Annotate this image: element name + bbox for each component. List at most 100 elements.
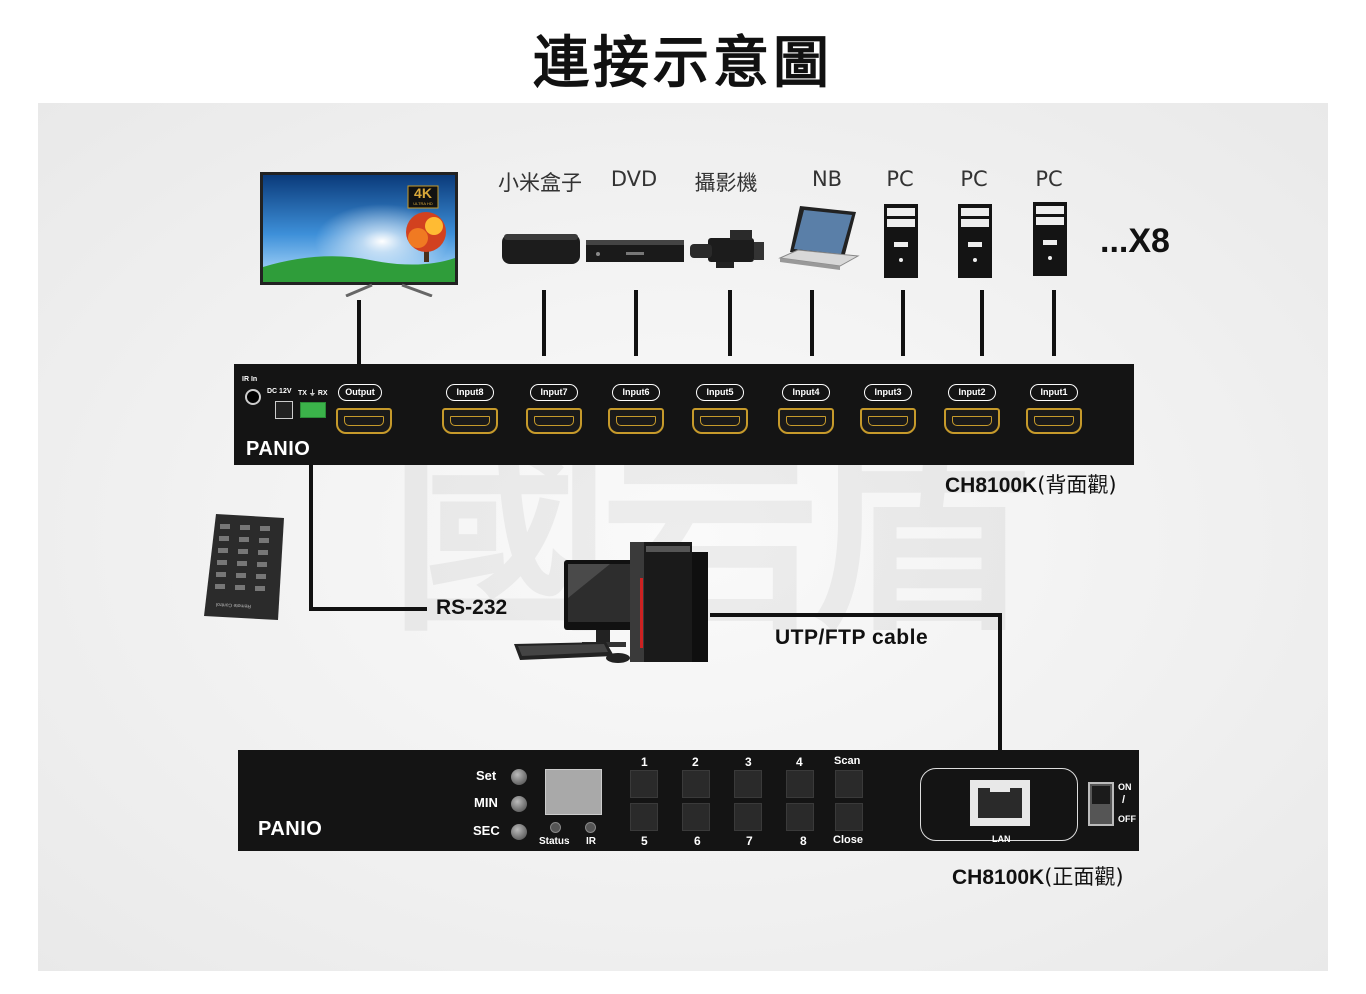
- front-panel-logo: PANIO: [258, 818, 322, 841]
- desktop-computer: [510, 538, 715, 677]
- input1-label: Input1: [1030, 384, 1078, 401]
- status-led: [550, 822, 561, 833]
- input7-label: Input7: [530, 384, 578, 401]
- wire-input6: [728, 290, 732, 356]
- lan-port-icon[interactable]: [970, 780, 1030, 826]
- input4-hdmi-port: [778, 408, 834, 434]
- source-label-pc-2: PC: [946, 167, 1002, 191]
- tv-ultrahd-badge: ULTRA HD: [409, 201, 437, 206]
- front-panel-caption: CH8100K(正面觀): [952, 861, 1124, 891]
- txrx-label: TX ⏚ RX: [298, 388, 328, 398]
- tv-monitor: 4K ULTRA HD: [260, 172, 458, 284]
- output-port-label: Output: [338, 384, 382, 401]
- wire-input8: [542, 290, 546, 356]
- input6-hdmi-port: [608, 408, 664, 434]
- front-panel: PANIO Set MIN SEC Status IR 1 5 2 6 3 7 …: [238, 750, 1139, 851]
- rear-panel-logo: PANIO: [246, 438, 310, 461]
- mibox-icon: [500, 230, 584, 275]
- power-on-label: ON: [1118, 782, 1132, 792]
- input5-hdmi-port: [692, 408, 748, 434]
- wire-input4: [901, 290, 905, 356]
- wire-utp-horizontal: [710, 613, 1002, 617]
- ir-sensor: [585, 822, 596, 833]
- close-button[interactable]: [835, 803, 863, 831]
- rs232-terminal: [300, 402, 326, 418]
- input6-label: Input6: [612, 384, 660, 401]
- key-4-button[interactable]: [786, 770, 814, 798]
- pc-tower-icon-1: [884, 204, 920, 285]
- key-7-button[interactable]: [734, 803, 762, 831]
- power-slash: /: [1122, 794, 1125, 806]
- key-3-label: 3: [745, 755, 752, 769]
- diagram-title: 連接示意圖: [0, 18, 1366, 99]
- dc-jack: [275, 401, 293, 419]
- ir-in-jack: [245, 389, 261, 405]
- lan-label: LAN: [992, 834, 1011, 844]
- rear-panel: IR In DC 12V TX ⏚ RX Output Input8 Input…: [234, 364, 1134, 465]
- power-off-label: OFF: [1118, 814, 1136, 824]
- input2-hdmi-port: [944, 408, 1000, 434]
- wire-input5: [810, 290, 814, 356]
- pc-tower-icon-2: [958, 204, 994, 285]
- input7-hdmi-port: [526, 408, 582, 434]
- close-label: Close: [833, 834, 863, 846]
- utp-cable-label: UTP/FTP cable: [775, 626, 928, 650]
- sec-label: SEC: [473, 823, 500, 838]
- key-6-button[interactable]: [682, 803, 710, 831]
- more-sources-label: ...X8: [1100, 222, 1170, 261]
- input3-label: Input3: [864, 384, 912, 401]
- rear-model-name: CH8100K: [945, 474, 1037, 497]
- input8-label: Input8: [446, 384, 494, 401]
- key-2-button[interactable]: [682, 770, 710, 798]
- source-label-dvd: DVD: [598, 167, 670, 191]
- key-7-label: 7: [746, 834, 753, 848]
- sec-button[interactable]: [511, 824, 527, 840]
- lcd-display: [545, 769, 602, 815]
- min-button[interactable]: [511, 796, 527, 812]
- key-4-label: 4: [796, 755, 803, 769]
- input8-hdmi-port: [442, 408, 498, 434]
- front-view-label: (正面觀): [1044, 865, 1123, 889]
- key-1-button[interactable]: [630, 770, 658, 798]
- source-label-pc-1: PC: [872, 167, 928, 191]
- key-2-label: 2: [692, 755, 699, 769]
- key-8-label: 8: [800, 834, 807, 848]
- wire-input3: [980, 290, 984, 356]
- input2-label: Input2: [948, 384, 996, 401]
- wire-rs232-horizontal: [309, 607, 427, 611]
- laptop-icon: [778, 204, 860, 281]
- key-5-label: 5: [641, 834, 648, 848]
- wire-input2: [1052, 290, 1056, 356]
- key-6-label: 6: [694, 834, 701, 848]
- input3-hdmi-port: [860, 408, 916, 434]
- wire-rs232-vertical: [309, 465, 313, 611]
- key-8-button[interactable]: [786, 803, 814, 831]
- set-label: Set: [476, 768, 496, 783]
- wire-input7: [634, 290, 638, 356]
- power-switch[interactable]: [1088, 782, 1114, 826]
- set-button[interactable]: [511, 769, 527, 785]
- wire-tv: [357, 300, 361, 366]
- output-hdmi-port: [336, 408, 392, 434]
- key-3-button[interactable]: [734, 770, 762, 798]
- ir-label: IR: [586, 836, 596, 847]
- ir-in-label: IR In: [242, 376, 257, 383]
- min-label: MIN: [474, 795, 498, 810]
- front-model-name: CH8100K: [952, 866, 1044, 889]
- source-label-camcorder: 攝影機: [686, 167, 766, 197]
- source-label-nb: NB: [800, 167, 854, 191]
- wire-utp-vertical: [998, 613, 1002, 751]
- scan-button[interactable]: [835, 770, 863, 798]
- key-5-button[interactable]: [630, 803, 658, 831]
- rear-panel-caption: CH8100K(背面觀): [945, 469, 1117, 499]
- source-label-mibox: 小米盒子: [488, 167, 592, 197]
- scan-label: Scan: [834, 755, 860, 767]
- input1-hdmi-port: [1026, 408, 1082, 434]
- dc-label: DC 12V: [267, 388, 292, 395]
- pc-tower-icon-3: [1033, 202, 1069, 283]
- dvd-player-icon: [586, 238, 686, 273]
- input5-label: Input5: [696, 384, 744, 401]
- input4-label: Input4: [782, 384, 830, 401]
- rear-view-label: (背面觀): [1037, 473, 1116, 497]
- camcorder-icon: [690, 228, 766, 275]
